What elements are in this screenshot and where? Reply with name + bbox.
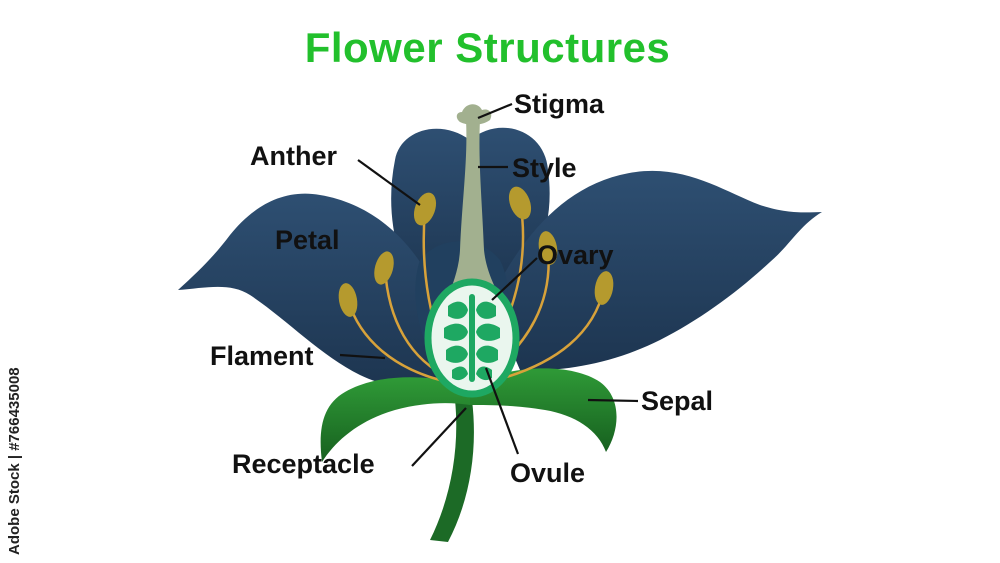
label-anther: Anther — [250, 141, 337, 171]
sepal-left — [320, 377, 470, 462]
stigma-shape — [456, 104, 492, 125]
style-stalk — [448, 120, 500, 298]
page-title: Flower Structures — [304, 24, 671, 71]
label-sepal: Sepal — [641, 386, 713, 416]
leader-lines — [339, 102, 639, 467]
label-ovary: Ovary — [537, 240, 614, 270]
anthers — [338, 186, 614, 317]
ovules — [444, 294, 500, 382]
label-petal: Petal — [275, 225, 340, 255]
label-ovule: Ovule — [510, 458, 585, 488]
stock-watermark: Adobe Stock | #766435008 — [6, 320, 28, 555]
sepal-right — [470, 368, 617, 452]
label-style: Style — [512, 153, 577, 183]
label-stigma: Stigma — [514, 89, 605, 119]
watermark-text: Adobe Stock | #766435008 — [6, 367, 23, 555]
label-receptacle: Receptacle — [232, 449, 375, 479]
label-filament: Flament — [210, 341, 314, 371]
petal-right — [490, 170, 822, 371]
stem — [430, 400, 474, 542]
petal-left — [178, 193, 450, 388]
